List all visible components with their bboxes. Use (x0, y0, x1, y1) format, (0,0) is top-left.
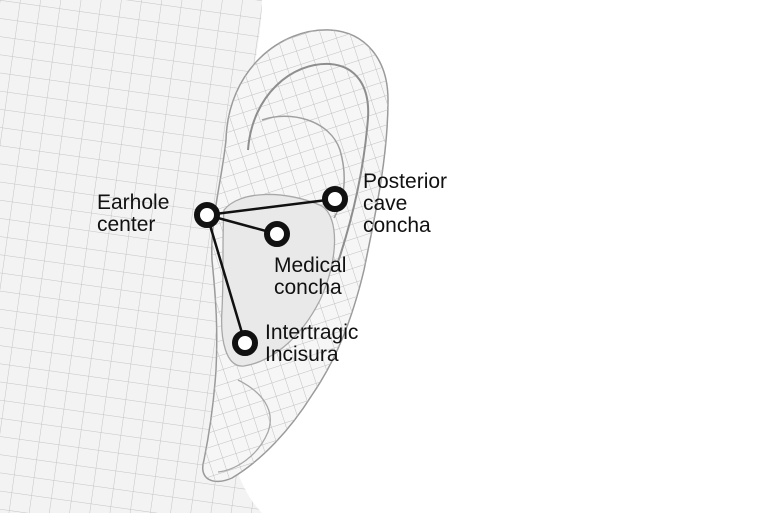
label-intertragic-line2: Incisura (265, 343, 339, 366)
line-earhole-to-intertragic (205, 214, 247, 344)
marker-intertragic-incisura (232, 330, 258, 356)
label-earhole-center-line1: Earhole (97, 191, 170, 214)
label-posterior-cave-concha: Posterior cave concha (363, 171, 447, 237)
label-posterior-line3: concha (363, 214, 431, 237)
marker-medical-concha (264, 221, 290, 247)
marker-posterior-cave-concha (322, 186, 348, 212)
line-earhole-to-posterior (206, 197, 336, 217)
label-intertragic-incisura: Intertragic Incisura (265, 322, 358, 366)
label-medical-line2: concha (274, 276, 342, 299)
label-intertragic-line1: Intertragic (265, 321, 359, 344)
label-earhole-center-line2: center (97, 213, 156, 236)
marker-earhole-center (194, 202, 220, 228)
label-medical-line1: Medical (274, 254, 347, 277)
label-posterior-line1: Posterior (363, 170, 448, 193)
label-earhole-center: Earhole center (97, 192, 169, 236)
label-medical-concha: Medical concha (274, 255, 346, 299)
label-posterior-line2: cave (363, 192, 408, 215)
